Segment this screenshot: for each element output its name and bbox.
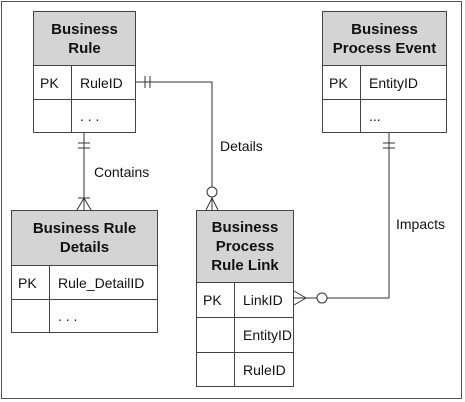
business-rule-row-more: . . .: [34, 100, 135, 132]
business-process-rule-link-row-pk: PK LinkID: [197, 283, 293, 318]
business-process-rule-link-row-entityid: EntityID: [197, 318, 293, 353]
impacts-crow-upper: [293, 290, 307, 299]
business-process-rule-link-field-entityid: EntityID: [243, 327, 293, 343]
entity-title-text: Business Process Event: [332, 20, 437, 57]
details-crow-right: [211, 197, 219, 211]
impacts-zero-circle: [316, 292, 328, 304]
entity-business-rule-title: Business Rule: [34, 12, 135, 66]
business-process-event-row-more: ...: [323, 100, 446, 132]
business-rule-details-field-more: . . .: [58, 308, 78, 324]
business-process-event-field-entityid: EntityID: [369, 74, 419, 91]
business-rule-details-key-empty: [12, 300, 50, 332]
business-process-event-key-pk: PK: [323, 66, 361, 99]
relationship-label-contains: Contains: [94, 164, 150, 180]
business-process-rule-link-key-empty-1: [197, 318, 235, 352]
business-rule-details-field-rule-detailid: Rule_DetailID: [58, 274, 145, 291]
impacts-line: [294, 133, 390, 299]
entity-business-rule[interactable]: Business Rule PK RuleID . . .: [33, 11, 136, 133]
business-rule-details-key-pk: PK: [12, 266, 50, 299]
entity-business-rule-details-title: Business Rule Details: [12, 211, 157, 266]
details-crow-left: [205, 197, 213, 211]
business-rule-details-row-more: . . .: [12, 300, 157, 332]
business-process-event-row-pk: PK EntityID: [323, 66, 446, 100]
business-process-event-key-empty: [323, 100, 361, 132]
entity-business-process-event-title: Business Process Event: [323, 12, 446, 66]
business-process-event-field-more: ...: [369, 108, 381, 124]
entity-business-process-event[interactable]: Business Process Event PK EntityID ...: [322, 11, 447, 133]
business-rule-key-empty: [34, 100, 72, 132]
business-rule-details-row-pk: PK Rule_DetailID: [12, 266, 157, 300]
business-rule-field-more: . . .: [80, 108, 100, 124]
entity-business-rule-details[interactable]: Business Rule Details PK Rule_DetailID .…: [11, 210, 158, 333]
relationship-label-impacts: Impacts: [396, 216, 446, 232]
entity-title-text: Business Rule: [51, 20, 118, 57]
impacts-crow-lower: [293, 297, 307, 306]
entity-business-process-rule-link-title: Business Process Rule Link: [197, 211, 293, 283]
business-process-rule-link-key-empty-2: [197, 353, 235, 386]
business-rule-field-ruleid: RuleID: [80, 74, 123, 91]
business-rule-key-pk: PK: [34, 66, 72, 99]
details-zero-circle: [206, 186, 218, 198]
relationship-label-details: Details: [220, 138, 263, 154]
entity-business-process-rule-link[interactable]: Business Process Rule Link PK LinkID Ent…: [196, 210, 294, 387]
business-process-rule-link-row-ruleid: RuleID: [197, 353, 293, 386]
contains-crow-right: [83, 197, 92, 211]
contains-crow-left: [76, 197, 85, 211]
entity-title-text: Business Process Rule Link: [211, 219, 279, 274]
business-process-rule-link-field-ruleid: RuleID: [243, 361, 286, 378]
business-process-rule-link-key-pk: PK: [197, 283, 235, 317]
entity-title-text: Business Rule Details: [32, 220, 137, 256]
business-process-rule-link-field-linkid: LinkID: [243, 292, 283, 308]
business-rule-row-pk: PK RuleID: [34, 66, 135, 100]
details-line: [136, 81, 213, 210]
